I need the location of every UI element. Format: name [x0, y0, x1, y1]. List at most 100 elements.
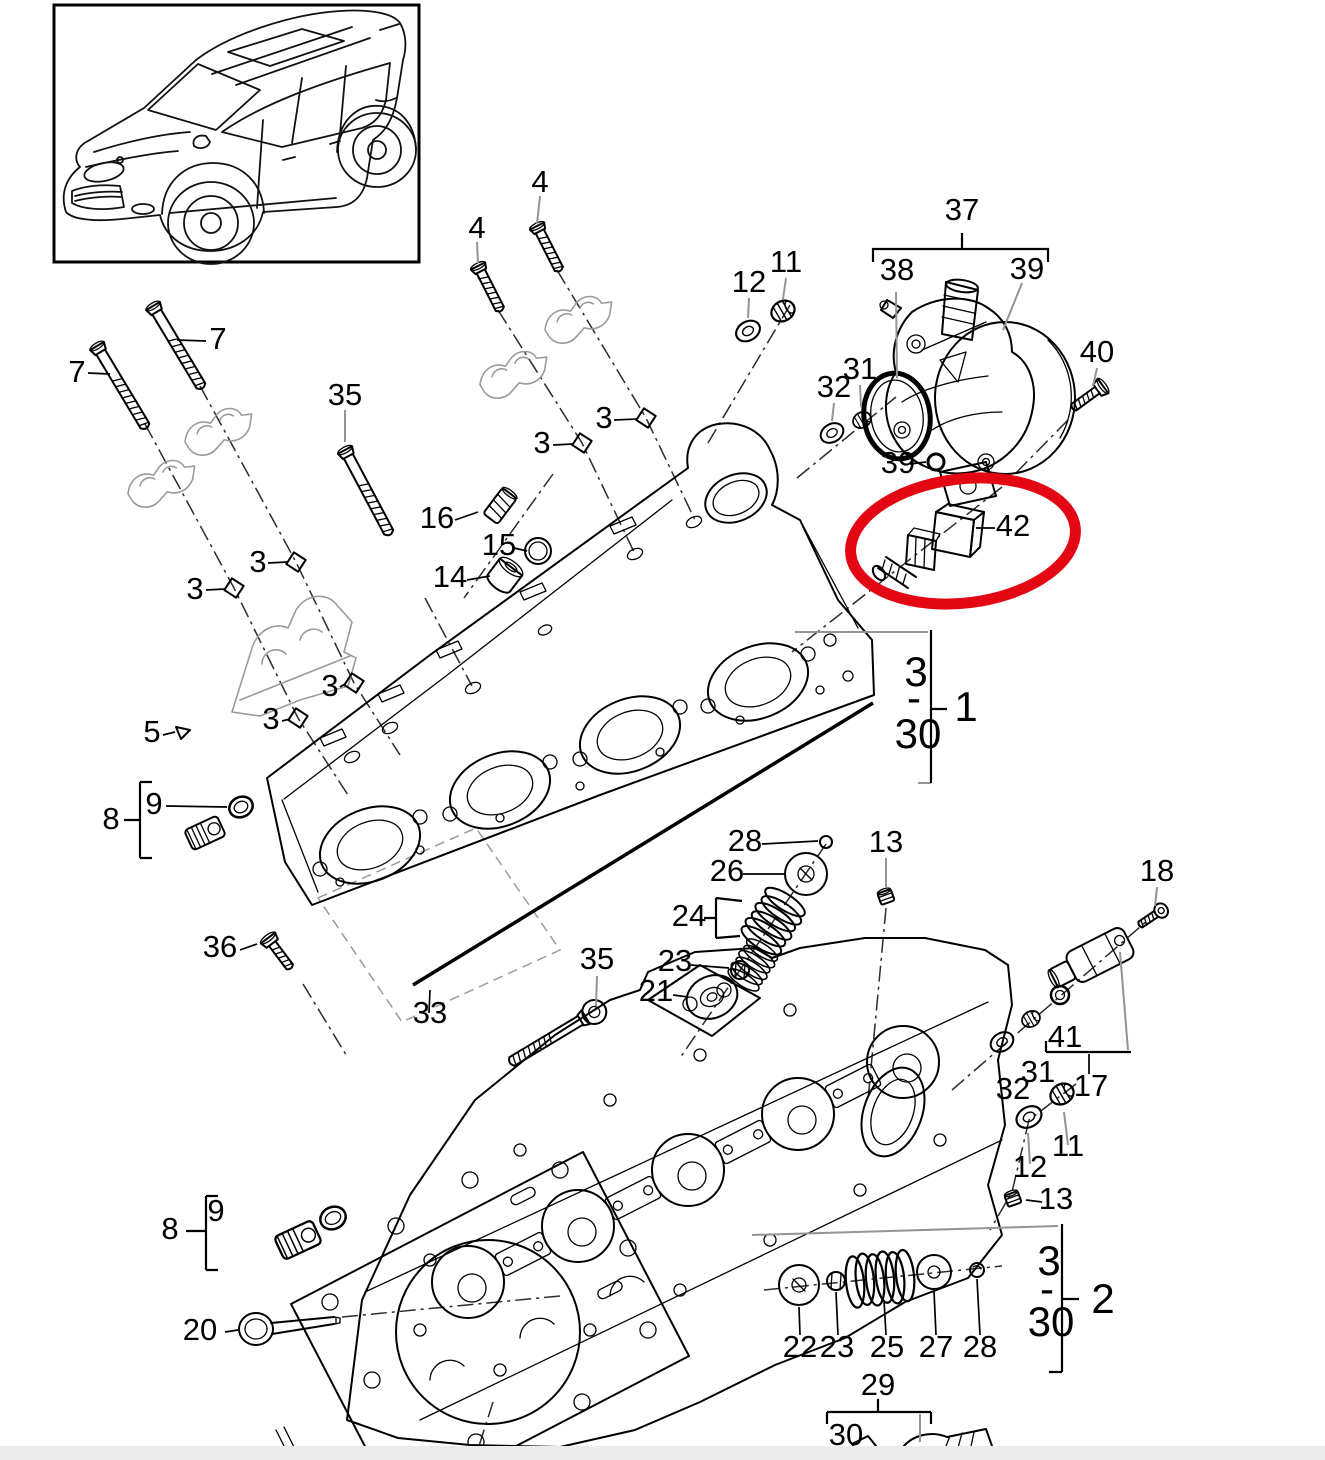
- valve-lash-ball-28: [819, 835, 833, 849]
- ghost-cam-carrier: [231, 595, 357, 717]
- part-label-9: 9: [145, 786, 162, 821]
- part-label-42: 42: [996, 508, 1030, 543]
- part-label-2: 2: [1091, 1275, 1114, 1322]
- part-label-33: 33: [413, 995, 447, 1030]
- part-label-39: 39: [1010, 251, 1044, 286]
- bolt-7-left: [87, 338, 155, 434]
- part-label-4: 4: [531, 164, 548, 199]
- part-label-16: 16: [420, 500, 454, 535]
- o-ring-9-upper: [228, 795, 254, 819]
- part-label-32: 32: [817, 369, 851, 404]
- washer-12-lower: [1011, 1100, 1047, 1134]
- part-label-40: 40: [1080, 334, 1114, 369]
- leader-lines: [87, 195, 1158, 1442]
- part-label-30: 30: [1028, 1298, 1075, 1345]
- bolt-4-left: [468, 258, 510, 316]
- o-ring-39-small: [926, 452, 946, 472]
- part-label-13: 13: [869, 824, 903, 859]
- valve-20-drawing: [238, 1312, 341, 1459]
- temperature-sensor-42: [871, 503, 985, 589]
- cylinder-head-upper-drawing: [266, 422, 875, 906]
- part-label-3: 3: [321, 668, 338, 703]
- part-label-1: 1: [954, 683, 977, 730]
- part-label-3: 3: [249, 544, 266, 579]
- solenoid-valve-41: [1047, 927, 1135, 989]
- washer-32-upper: [816, 418, 848, 448]
- part-label-12: 12: [732, 264, 766, 299]
- part-label-9: 9: [207, 1193, 224, 1228]
- nut-13-upper: [875, 885, 896, 907]
- spring-retainer-26: [784, 852, 828, 896]
- spring-seat-22: [778, 1264, 820, 1306]
- part-33-rod: [412, 701, 874, 987]
- part-label-25: 25: [870, 1329, 904, 1364]
- part-label-7: 7: [68, 354, 85, 389]
- valve-ball-28-lower: [969, 1262, 985, 1278]
- part-label-13: 13: [1039, 1181, 1073, 1216]
- plug-11-upper: [766, 295, 800, 327]
- part-label-3: 3: [262, 701, 279, 736]
- exhaust-port-gaskets: [312, 642, 816, 885]
- part-label-38: 38: [880, 252, 914, 287]
- page-bottom-strip: [0, 1446, 1325, 1460]
- part-label-17: 17: [1074, 1068, 1108, 1103]
- part-label-23: 23: [820, 1329, 854, 1364]
- assembly-axis-lines: [144, 269, 1149, 1447]
- o-ring-41: [1049, 984, 1071, 1006]
- valve-collet-23-upper: [730, 960, 750, 980]
- part-label-30: 30: [895, 710, 942, 757]
- bolt-35-upper: [335, 442, 399, 540]
- vehicle-thumbnail-box: [52, 3, 421, 265]
- bolt-18: [1134, 899, 1172, 933]
- valve-collet-23-lower: [826, 1271, 846, 1291]
- o-ring-9-lower: [319, 1205, 347, 1231]
- part-label-8: 8: [161, 1211, 178, 1246]
- part-label-8: 8: [102, 801, 119, 836]
- part-label-22: 22: [783, 1329, 817, 1364]
- part-label-39: 39: [881, 445, 915, 480]
- part-label-30: 30: [829, 1417, 863, 1452]
- part-label-35: 35: [328, 377, 362, 412]
- part-label-35: 35: [580, 941, 614, 976]
- part-label-27: 27: [919, 1329, 953, 1364]
- part-label-31: 31: [1021, 1054, 1055, 1089]
- oil-plug-8-upper: [184, 815, 226, 851]
- nut-13-lower: [1002, 1187, 1023, 1209]
- part-label-18: 18: [1140, 853, 1174, 888]
- part-label-37: 37: [945, 192, 979, 227]
- part-label-24: 24: [672, 898, 706, 933]
- oil-plug-8-lower: [274, 1220, 322, 1260]
- car-drawing: [62, 9, 417, 265]
- part-label-7: 7: [209, 321, 226, 356]
- part-label-31: 31: [843, 351, 877, 386]
- part-label-36: 36: [203, 929, 237, 964]
- part-label-28: 28: [728, 823, 762, 858]
- part-label-15: 15: [482, 527, 516, 562]
- part-label-21: 21: [639, 973, 673, 1008]
- part-label-20: 20: [183, 1312, 217, 1347]
- head-gasket-drawing: [290, 1151, 690, 1460]
- valve-stem-seal-21: [685, 974, 739, 1020]
- nut-31-lower: [1018, 1006, 1044, 1032]
- ghost-reference-parts: [121, 289, 621, 1023]
- stud-16: [483, 486, 518, 524]
- part-label-32: 32: [996, 1071, 1030, 1106]
- part-label-14: 14: [433, 559, 467, 594]
- part-label-29: 29: [861, 1367, 895, 1402]
- bolt-4-right: [527, 218, 569, 276]
- part-5: [175, 726, 191, 740]
- bolt-36: [257, 929, 300, 975]
- spring-retainer-27: [916, 1254, 952, 1290]
- part-label--: -: [907, 674, 921, 721]
- bolt-7-right: [143, 298, 211, 394]
- ring-15: [524, 537, 552, 565]
- part-label-12: 12: [1013, 1149, 1047, 1184]
- highlight-ellipse-42: [845, 472, 1081, 610]
- part-label-3: 3: [904, 648, 927, 695]
- part-label-23: 23: [658, 943, 692, 978]
- part-label-4: 4: [468, 210, 485, 245]
- part-label-28: 28: [963, 1329, 997, 1364]
- part-label--: -: [1040, 1265, 1054, 1312]
